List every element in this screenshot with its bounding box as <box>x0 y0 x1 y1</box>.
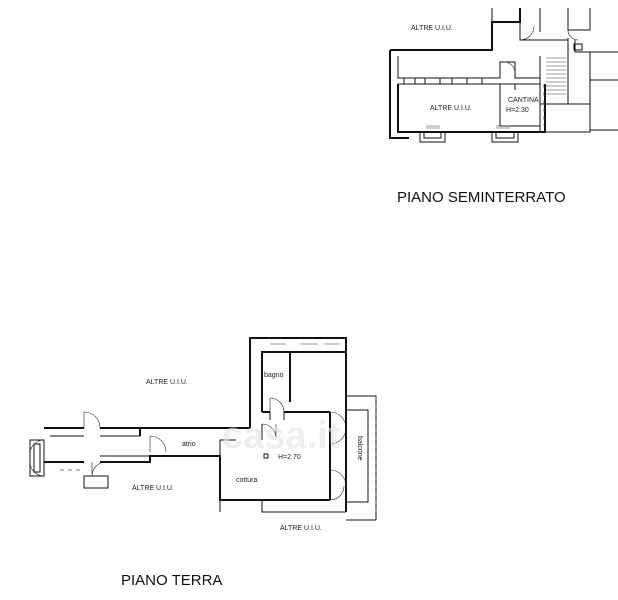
ground-lower-step <box>83 475 109 489</box>
basement-upper-structure <box>519 8 618 104</box>
ground-door-bathroom <box>269 397 285 413</box>
ground-bottom-rooms <box>219 500 376 521</box>
ground-door-atrium <box>149 435 167 453</box>
basement-corridor-wall-top <box>397 56 540 79</box>
basement-small-element <box>573 43 583 51</box>
ground-door-left-lower <box>91 461 107 477</box>
basement-label-cellar-height: H=2.30 <box>506 107 529 114</box>
basement-stair-steps <box>546 57 566 95</box>
ground-label-other-units-bottom-left: ALTRE U.I.U. <box>132 485 174 492</box>
ground-door-lightwell <box>29 439 45 477</box>
basement-lightwell-left <box>419 132 446 143</box>
ground-door-balcony-2 <box>329 469 347 501</box>
ground-inner-line <box>50 435 150 457</box>
ground-label-height: H=2.70 <box>278 454 301 461</box>
basement-label-other-units-mid: ALTRE U.I.U. <box>430 105 472 112</box>
ground-door-kitchen <box>261 423 277 439</box>
basement-plan: ALTRE U.I.U. ALTRE U.I.U. CANTINA H=2.30… <box>389 8 618 206</box>
ground-label-atrium: atrio <box>182 441 196 448</box>
basement-stair-enclosure <box>539 38 591 133</box>
ground-label-cooking: cottura <box>236 477 258 484</box>
ground-stub-lines <box>269 412 285 420</box>
ground-label-other-units-left: ALTRE U.I.U. <box>146 379 188 386</box>
basement-windows <box>426 125 510 129</box>
ground-plan: ALTRE U.I.U. ALTRE U.I.U. ALTRE U.I.U. b… <box>29 337 377 589</box>
basement-right-wall <box>590 79 618 131</box>
ground-small-square <box>263 453 269 459</box>
ground-label-other-units-bottom: ALTRE U.I.U. <box>280 525 322 532</box>
ground-main-wall-upper <box>44 400 330 436</box>
basement-lightwell-right <box>491 132 519 143</box>
ground-bathroom-wall <box>249 337 347 412</box>
ground-label-balcony: balcone <box>356 436 363 461</box>
basement-cellar-wall <box>499 84 540 127</box>
ground-main-wall-lower <box>44 455 330 501</box>
basement-title: PIANO SEMINTERRATO <box>397 189 566 206</box>
basement-door-arc-2 <box>567 29 579 41</box>
ground-title: PIANO TERRA <box>121 572 222 589</box>
ground-right-wall <box>329 352 347 512</box>
basement-door-ticks <box>403 78 483 84</box>
ground-door-left <box>83 411 101 429</box>
basement-door-arc-1 <box>519 25 535 41</box>
watermark-logo: casa.it <box>222 415 341 457</box>
basement-label-other-units-top: ALTRE U.I.U. <box>411 25 453 32</box>
ground-left-lightwell <box>29 439 45 477</box>
basement-door-arc-3 <box>503 61 516 74</box>
basement-label-cellar: CANTINA <box>508 97 539 104</box>
ground-kitchen-partition <box>219 424 263 456</box>
ground-door-balcony-1 <box>329 411 347 445</box>
ground-label-bathroom: bagno <box>264 372 284 379</box>
basement-lower-wall <box>397 84 546 133</box>
